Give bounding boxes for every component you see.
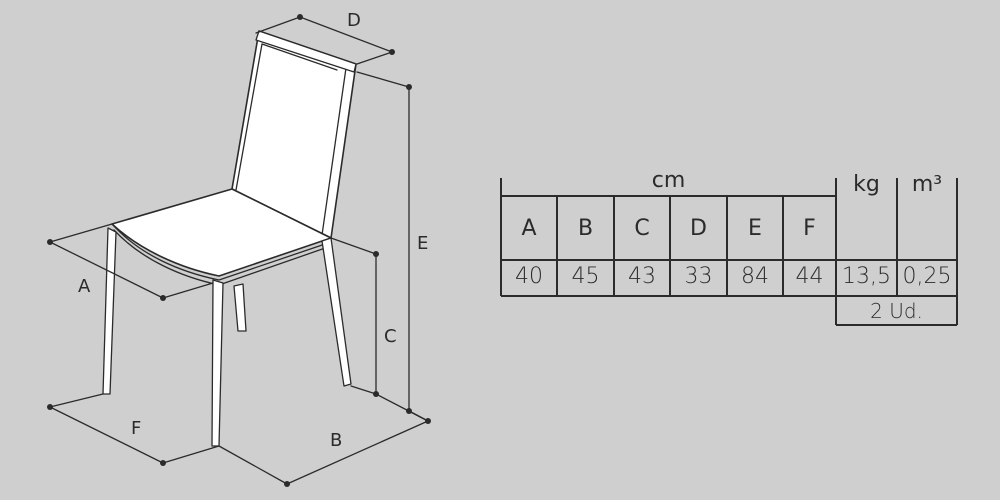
table-value-a: 40 — [515, 264, 543, 289]
chair-legs — [102, 227, 352, 447]
table-col-c: C — [634, 216, 650, 241]
table-col-d: D — [690, 216, 707, 241]
table-pack-note: 2 Ud. — [870, 299, 923, 323]
table-col-a: A — [521, 216, 537, 241]
dimension-dots — [47, 14, 431, 487]
table-value-b: 45 — [571, 264, 600, 289]
table-value-kg: 13,5 — [842, 264, 891, 289]
dim-label-c: C — [384, 326, 397, 347]
table-value-e: 84 — [741, 264, 769, 289]
table-unit-kg: kg — [853, 172, 880, 197]
dim-label-e: E — [417, 233, 428, 254]
table-unit-m3: m³ — [911, 172, 943, 197]
table-value-m3: 0,25 — [902, 264, 952, 289]
table-col-f: F — [803, 216, 816, 241]
table-group-cm: cm — [651, 168, 686, 193]
table-value-f: 44 — [795, 264, 824, 289]
table-col-e: E — [748, 216, 762, 241]
table-col-b: B — [577, 216, 594, 241]
table-value-c: 43 — [628, 264, 656, 289]
dimension-lines — [49, 16, 429, 485]
dim-label-a: A — [78, 276, 91, 297]
table-value-d: 33 — [684, 264, 713, 289]
dim-label-b: B — [330, 430, 342, 451]
chair-backrest — [231, 30, 357, 239]
dim-label-d: D — [347, 10, 361, 31]
dim-label-f: F — [131, 418, 141, 439]
